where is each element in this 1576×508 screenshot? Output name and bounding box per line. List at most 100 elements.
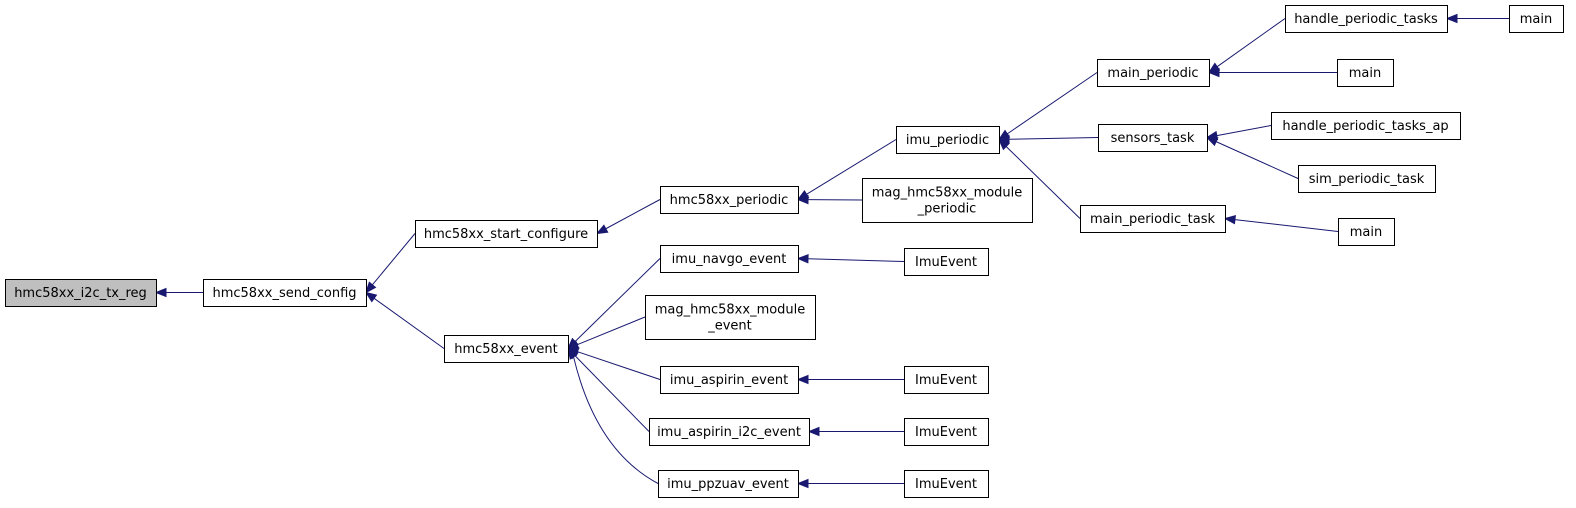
edge-line [807, 258, 905, 262]
arrow-head [365, 281, 377, 294]
function-node[interactable]: ImuEvent [904, 248, 989, 276]
call-edge [567, 347, 659, 484]
node-label: handle_periodic_tasks [1294, 12, 1438, 27]
node-label: sim_periodic_task [1309, 172, 1425, 187]
node-label: main_periodic_task [1090, 212, 1215, 227]
node-label: mag_hmc58xx_module [872, 186, 1023, 201]
edge-line [1006, 72, 1098, 135]
edge-line [573, 356, 659, 484]
function-node[interactable]: imu_navgo_event [660, 245, 799, 273]
node-box [862, 178, 1033, 223]
node-box [1337, 59, 1394, 87]
function-node[interactable]: mag_hmc58xx_module_event [645, 295, 816, 340]
node-box [5, 279, 157, 307]
arrow-head [1223, 214, 1236, 225]
edge-line [577, 351, 661, 380]
node-label: handle_periodic_tasks_ap [1282, 119, 1448, 134]
edge-line [1008, 137, 1099, 140]
function-node[interactable]: main_periodic_task [1080, 205, 1226, 233]
function-node[interactable]: hmc58xx_send_config [203, 279, 367, 307]
call-edge [796, 194, 863, 205]
node-label: main [1350, 225, 1382, 240]
function-node[interactable]: ImuEvent [904, 418, 989, 446]
edge-line [373, 297, 445, 349]
node-box [896, 126, 1000, 154]
function-node[interactable]: hmc58xx_start_configure [415, 220, 598, 248]
node-box [904, 248, 989, 276]
node-box [415, 220, 598, 248]
node-label: ImuEvent [915, 477, 977, 492]
edge-line [1234, 219, 1339, 232]
function-node[interactable]: imu_ppzuav_event [658, 470, 799, 498]
call-edge [364, 291, 445, 349]
function-node[interactable]: sim_periodic_task [1298, 165, 1436, 193]
arrow-head [1205, 136, 1219, 147]
node-box [1080, 205, 1226, 233]
node-label: ImuEvent [915, 255, 977, 270]
function-node[interactable]: imu_aspirin_event [660, 366, 799, 394]
call-edge [997, 134, 1099, 145]
function-node[interactable]: hmc58xx_periodic [660, 186, 799, 214]
function-node[interactable]: hmc58xx_event [444, 335, 569, 363]
call-edge [796, 478, 904, 489]
edge-line [574, 355, 650, 432]
arrow-head [595, 224, 609, 235]
function-node[interactable]: main [1509, 5, 1564, 33]
node-box [1271, 112, 1461, 140]
node-label: hmc58xx_event [454, 342, 558, 357]
node-box [904, 366, 989, 394]
edge-line [372, 233, 416, 286]
function-node[interactable]: ImuEvent [904, 470, 989, 498]
node-label: imu_aspirin_event [670, 373, 788, 388]
call-edge [365, 233, 416, 294]
arrow-head [807, 426, 820, 437]
arrow-head [796, 478, 809, 489]
function-node[interactable]: main_periodic [1097, 59, 1210, 87]
node-box [904, 418, 989, 446]
node-label: imu_navgo_event [672, 252, 787, 267]
edge-line [1216, 18, 1286, 68]
call-edge [796, 254, 905, 264]
function-node[interactable]: imu_periodic [896, 126, 1000, 154]
node-label: ImuEvent [915, 373, 977, 388]
function-node[interactable]: imu_aspirin_i2c_event [649, 418, 810, 446]
node-label: imu_aspirin_i2c_event [657, 425, 801, 440]
arrow-head [567, 347, 578, 360]
node-box [660, 245, 799, 273]
call-edge [1223, 214, 1339, 232]
node-box [660, 186, 799, 214]
function-node[interactable]: mag_hmc58xx_module_periodic [862, 178, 1033, 223]
node-label: hmc58xx_periodic [670, 193, 789, 208]
node-box [1338, 218, 1395, 246]
function-node[interactable]: ImuEvent [904, 366, 989, 394]
node-box [1298, 165, 1436, 193]
function-node[interactable]: handle_periodic_tasks [1285, 5, 1448, 33]
arrow-head [1445, 13, 1458, 24]
node-label: mag_hmc58xx_module [655, 303, 806, 318]
node-box [658, 470, 799, 498]
function-node[interactable]: sensors_task [1098, 124, 1208, 152]
node-label: main_periodic [1107, 66, 1198, 81]
node-box [203, 279, 367, 307]
edge-line [577, 316, 646, 346]
function-node[interactable]: main [1337, 59, 1394, 87]
call-edge [1445, 13, 1509, 24]
node-label: sensors_task [1111, 131, 1195, 146]
node-label: hmc58xx_start_configure [424, 227, 588, 242]
node-box [660, 366, 799, 394]
call-edge [997, 72, 1098, 141]
function-node[interactable]: handle_periodic_tasks_ap [1271, 112, 1461, 140]
node-box [1509, 5, 1564, 33]
arrow-head [998, 138, 1010, 151]
call-edge [566, 347, 661, 380]
current-function-node[interactable]: hmc58xx_i2c_tx_reg [5, 279, 157, 307]
arrow-head [796, 194, 809, 205]
call-edge [567, 347, 650, 432]
call-edge [595, 199, 661, 235]
node-label: imu_periodic [906, 133, 989, 148]
node-label: main [1520, 12, 1552, 27]
arrow-head [796, 374, 809, 385]
function-node[interactable]: main [1338, 218, 1395, 246]
